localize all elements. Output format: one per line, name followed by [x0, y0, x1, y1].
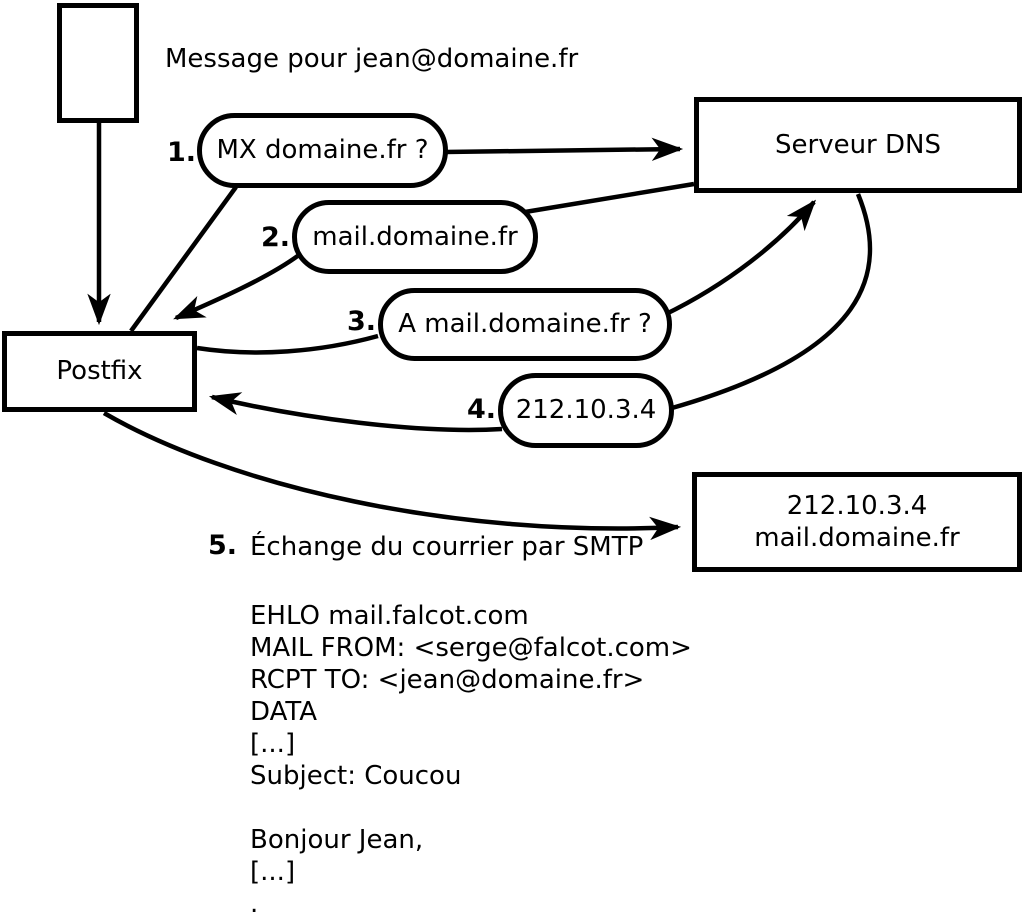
step1-label: MX domaine.fr ? [216, 135, 429, 166]
smtp-line-mail-from: MAIL FROM: <serge@falcot.com> [250, 633, 692, 663]
step5-number: 5. [207, 530, 237, 561]
arrow-postfix-to-smtp-server [102, 411, 682, 541]
step1-pill-mx-query: MX domaine.fr ? [197, 113, 448, 188]
line-dns-to-step2 [524, 181, 695, 215]
step5-label: Échange du courrier par SMTP [250, 532, 644, 562]
smtp-line-subject: Subject: Coucou [250, 761, 462, 791]
smtp-line-ellipsis2: [...] [250, 857, 296, 887]
postfix-box: Postfix [2, 331, 197, 412]
smtp-session-transcript: EHLO mail.falcot.com MAIL FROM: <serge@f… [250, 600, 692, 919]
smtp-line-blank [250, 792, 692, 824]
arrow-step4-to-postfix [208, 392, 503, 433]
step2-number: 2. [260, 222, 290, 253]
postfix-label: Postfix [56, 356, 143, 387]
step3-number: 3. [346, 306, 376, 337]
arrow-step1-to-dns [444, 137, 684, 162]
arrow-step3-to-dns [663, 199, 817, 318]
step4-label: 212.10.3.4 [515, 395, 657, 426]
step4-pill-a-answer: 212.10.3.4 [498, 373, 674, 448]
remote-smtp-server-box: 212.10.3.4 mail.domaine.fr [692, 472, 1022, 572]
arrow-step2-to-postfix [173, 253, 301, 321]
step4-number: 4. [466, 394, 496, 425]
step2-pill-mx-answer: mail.domaine.fr [292, 200, 538, 274]
smtp-line-data: DATA [250, 697, 317, 727]
line-postfix-to-step3 [196, 333, 379, 355]
step3-label: A mail.domaine.fr ? [398, 309, 652, 340]
smtp-line-end-dot: . [250, 889, 259, 919]
line-postfix-to-step1 [129, 185, 238, 333]
step1-number: 1. [166, 137, 196, 168]
smtp-line-greeting: Bonjour Jean, [250, 825, 424, 855]
dns-server-label: Serveur DNS [775, 129, 941, 160]
message-envelope-box [57, 3, 139, 123]
remote-smtp-hostname: mail.domaine.fr [754, 523, 960, 553]
smtp-line-rcpt-to: RCPT TO: <jean@domaine.fr> [250, 665, 645, 695]
line-dns-to-step4 [671, 193, 873, 411]
message-title: Message pour jean@domaine.fr [165, 44, 579, 74]
remote-smtp-ip: 212.10.3.4 [786, 490, 928, 521]
step2-label: mail.domaine.fr [312, 221, 518, 252]
smtp-line-ehlo: EHLO mail.falcot.com [250, 601, 529, 631]
dns-server-box: Serveur DNS [694, 97, 1022, 193]
step3-pill-a-query: A mail.domaine.fr ? [378, 288, 672, 361]
smtp-line-ellipsis1: [...] [250, 729, 296, 759]
